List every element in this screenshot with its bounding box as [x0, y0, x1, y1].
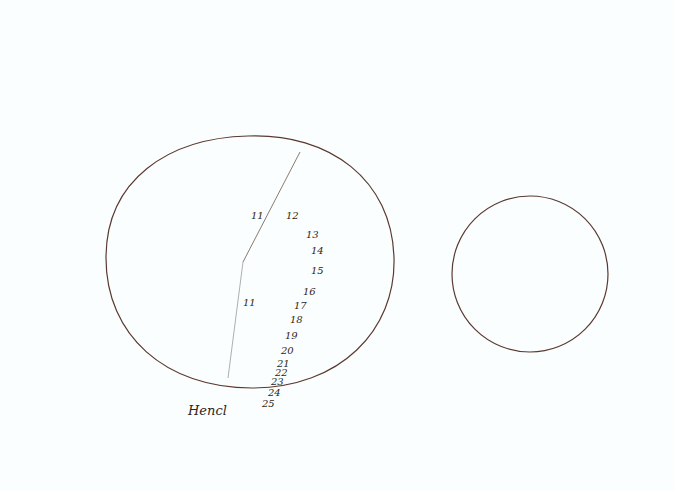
time-number: 24: [268, 387, 281, 398]
time-number: 11: [243, 297, 256, 308]
time-number: 25: [262, 398, 275, 409]
small-circle: [452, 196, 608, 352]
time-number: 15: [311, 265, 324, 276]
large-circle: [106, 136, 394, 388]
time-number: 17: [294, 300, 307, 311]
time-number: 20: [281, 345, 294, 356]
track-line: [228, 262, 243, 378]
time-number: 11: [251, 210, 264, 221]
time-number: 18: [290, 314, 303, 325]
signature: Hencl: [188, 404, 227, 418]
time-number: 13: [306, 229, 319, 240]
time-number: 16: [303, 286, 316, 297]
time-number: 12: [286, 210, 299, 221]
track-line: [243, 152, 300, 262]
time-number: 23: [271, 376, 284, 387]
time-number: 14: [311, 245, 324, 256]
time-number: 19: [285, 330, 298, 341]
